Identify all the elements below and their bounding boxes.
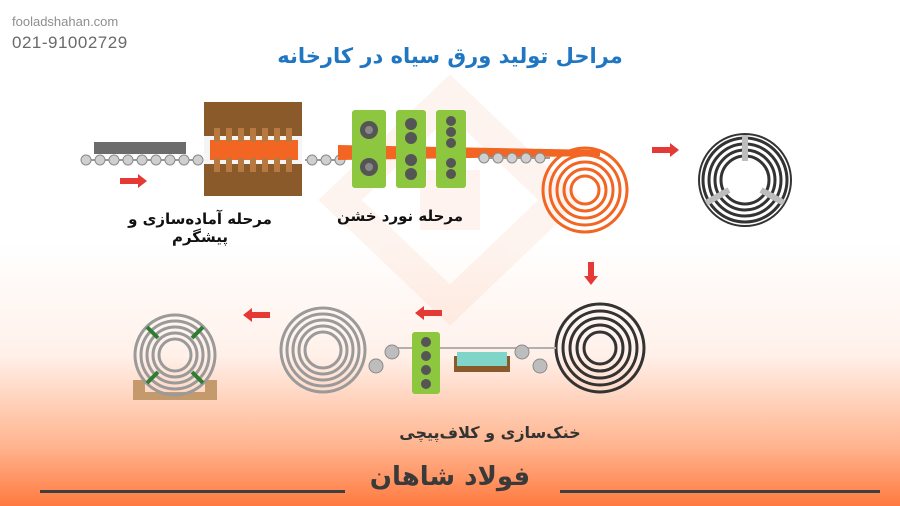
cooling-tank: [454, 352, 510, 372]
rolling-stand: [396, 110, 426, 188]
rolling-stage: [338, 110, 679, 234]
arrow-right-icon: [652, 143, 679, 157]
arrow-left-icon: [415, 306, 442, 320]
rolling-stand: [352, 110, 386, 188]
cooling-stage: [133, 302, 646, 400]
finished-coil: [698, 133, 792, 227]
brand-divider-left: [40, 490, 345, 493]
page-title: مراحل تولید ورق سیاه در کارخانه: [277, 44, 623, 68]
roller-line: [80, 154, 204, 166]
rolling-stage-label: مرحله نورد خشن: [336, 207, 464, 225]
grey-coil: [279, 306, 367, 394]
dark-coil: [554, 302, 646, 394]
rolling-stand: [436, 110, 466, 188]
brand-name: فولاد شاهان: [369, 462, 531, 492]
hot-coil: [541, 146, 629, 234]
prep-stage: [80, 102, 346, 196]
arrow-left-icon: [243, 308, 270, 322]
furnace: [204, 102, 302, 196]
prep-stage-label: مرحله آماده‌سازی و پیشگرم: [128, 210, 272, 246]
site-url: fooladshahan.com: [12, 14, 119, 29]
brand-divider-right: [560, 490, 880, 493]
packed-coil: [133, 313, 217, 400]
roller-line: [478, 152, 550, 164]
arrow-down-icon: [584, 262, 598, 285]
phone-number: 021-91002729: [12, 33, 128, 52]
steel-slab: [94, 142, 186, 154]
coiling-stand: [412, 332, 440, 394]
cooling-stage-label: خنک‌سازی و کلاف‌پیچی: [399, 423, 581, 442]
arrow-right-icon: [120, 174, 147, 188]
guide-roller: [368, 344, 548, 374]
